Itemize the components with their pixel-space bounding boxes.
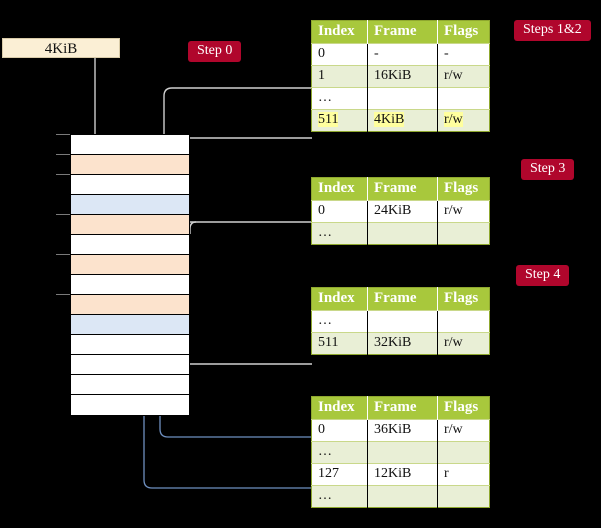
cell-flags: r/w [437, 332, 490, 355]
cell-index: … [311, 310, 368, 333]
cell-frame [367, 87, 438, 110]
memory-row [71, 395, 189, 415]
step-badge-step-3: Step 3 [521, 159, 575, 180]
step-badge-step-4: Step 4 [516, 265, 570, 286]
cell-flags [437, 222, 490, 245]
cell-index: … [311, 485, 368, 508]
steps-1-2-label: Steps 1&2 [523, 22, 582, 37]
table-row: … [311, 485, 490, 508]
table-row: 0 24KiB r/w [311, 200, 490, 223]
cell-flags [437, 87, 490, 110]
cell-frame: 32KiB [367, 332, 438, 355]
cell-frame [367, 441, 438, 464]
step-badge-step-0: Step 0 [188, 41, 242, 62]
source-page-box: 4KiB [2, 38, 120, 58]
step-4-label: Step 4 [525, 267, 561, 282]
memory-row [71, 315, 189, 335]
table-row: … [311, 87, 490, 110]
table-row: 0 36KiB r/w [311, 419, 490, 442]
table-row: 1 16KiB r/w [311, 65, 490, 88]
cell-index: 1 [311, 65, 368, 88]
cell-frame [367, 485, 438, 508]
memory-row [71, 135, 189, 155]
cell-index: 0 [311, 43, 368, 66]
table-row: 127 12KiB r [311, 463, 490, 486]
cell-flags: - [437, 43, 490, 66]
cell-frame: 36KiB [367, 419, 438, 442]
memory-row [71, 275, 189, 295]
memory-row [71, 235, 189, 255]
cell-index: 127 [311, 463, 368, 486]
memory-tick [56, 154, 70, 155]
header-index: Index [311, 177, 368, 201]
step-3-label: Step 3 [530, 161, 566, 176]
table-row: … [311, 441, 490, 464]
cell-index: 0 [311, 419, 368, 442]
cell-frame: 12KiB [367, 463, 438, 486]
header-frame: Frame [367, 20, 438, 44]
cell-frame: 4KiB [367, 109, 438, 132]
table-row: … [311, 222, 490, 245]
page-table-level-3: Index Frame Flags … 511 32KiB r/w [311, 287, 490, 355]
header-flags: Flags [437, 287, 490, 311]
memory-row [71, 335, 189, 355]
cell-frame [367, 222, 438, 245]
cell-flags [437, 485, 490, 508]
physical-memory-column [70, 134, 190, 416]
cell-flags: r [437, 463, 490, 486]
cell-index: 511 [311, 109, 368, 132]
cell-flags [437, 310, 490, 333]
memory-row [71, 255, 189, 275]
memory-tick [56, 294, 70, 295]
memory-tick [56, 134, 70, 135]
header-index: Index [311, 287, 368, 311]
cell-frame: - [367, 43, 438, 66]
memory-row [71, 215, 189, 235]
table-header-row: Index Frame Flags [311, 287, 490, 311]
cell-flags [437, 441, 490, 464]
memory-row [71, 375, 189, 395]
cell-flags: r/w [437, 419, 490, 442]
table-row: 511 32KiB r/w [311, 332, 490, 355]
memory-tick [56, 214, 70, 215]
header-flags: Flags [437, 20, 490, 44]
header-frame: Frame [367, 396, 438, 420]
table-header-row: Index Frame Flags [311, 396, 490, 420]
cell-index: 511 [311, 332, 368, 355]
header-index: Index [311, 396, 368, 420]
memory-tick [56, 174, 70, 175]
header-flags: Flags [437, 396, 490, 420]
memory-row [71, 355, 189, 375]
cell-flags: r/w [437, 200, 490, 223]
step-badge-steps-1-2: Steps 1&2 [514, 20, 591, 41]
cell-flags: r/w [437, 65, 490, 88]
memory-row [71, 175, 189, 195]
cell-index: … [311, 222, 368, 245]
header-frame: Frame [367, 177, 438, 201]
page-table-level-4: Index Frame Flags 0 36KiB r/w … 127 12Ki… [311, 396, 490, 508]
memory-row [71, 155, 189, 175]
page-table-level-1: Index Frame Flags 0 - - 1 16KiB r/w … [311, 20, 490, 132]
step-0-label: Step 0 [197, 43, 233, 58]
memory-tick [56, 254, 70, 255]
header-frame: Frame [367, 287, 438, 311]
page-table-level-2: Index Frame Flags 0 24KiB r/w … [311, 177, 490, 245]
table-row: … [311, 310, 490, 333]
memory-row [71, 195, 189, 215]
cell-frame: 16KiB [367, 65, 438, 88]
table-row: 0 - - [311, 43, 490, 66]
cell-index: … [311, 441, 368, 464]
cell-frame: 24KiB [367, 200, 438, 223]
cell-index: … [311, 87, 368, 110]
cell-index: 0 [311, 200, 368, 223]
table-header-row: Index Frame Flags [311, 20, 490, 44]
table-row: 511 4KiB r/w [311, 109, 490, 132]
header-flags: Flags [437, 177, 490, 201]
header-index: Index [311, 20, 368, 44]
cell-frame [367, 310, 438, 333]
memory-row [71, 295, 189, 315]
source-page-label: 4KiB [44, 41, 78, 57]
cell-flags: r/w [437, 109, 490, 132]
table-header-row: Index Frame Flags [311, 177, 490, 201]
